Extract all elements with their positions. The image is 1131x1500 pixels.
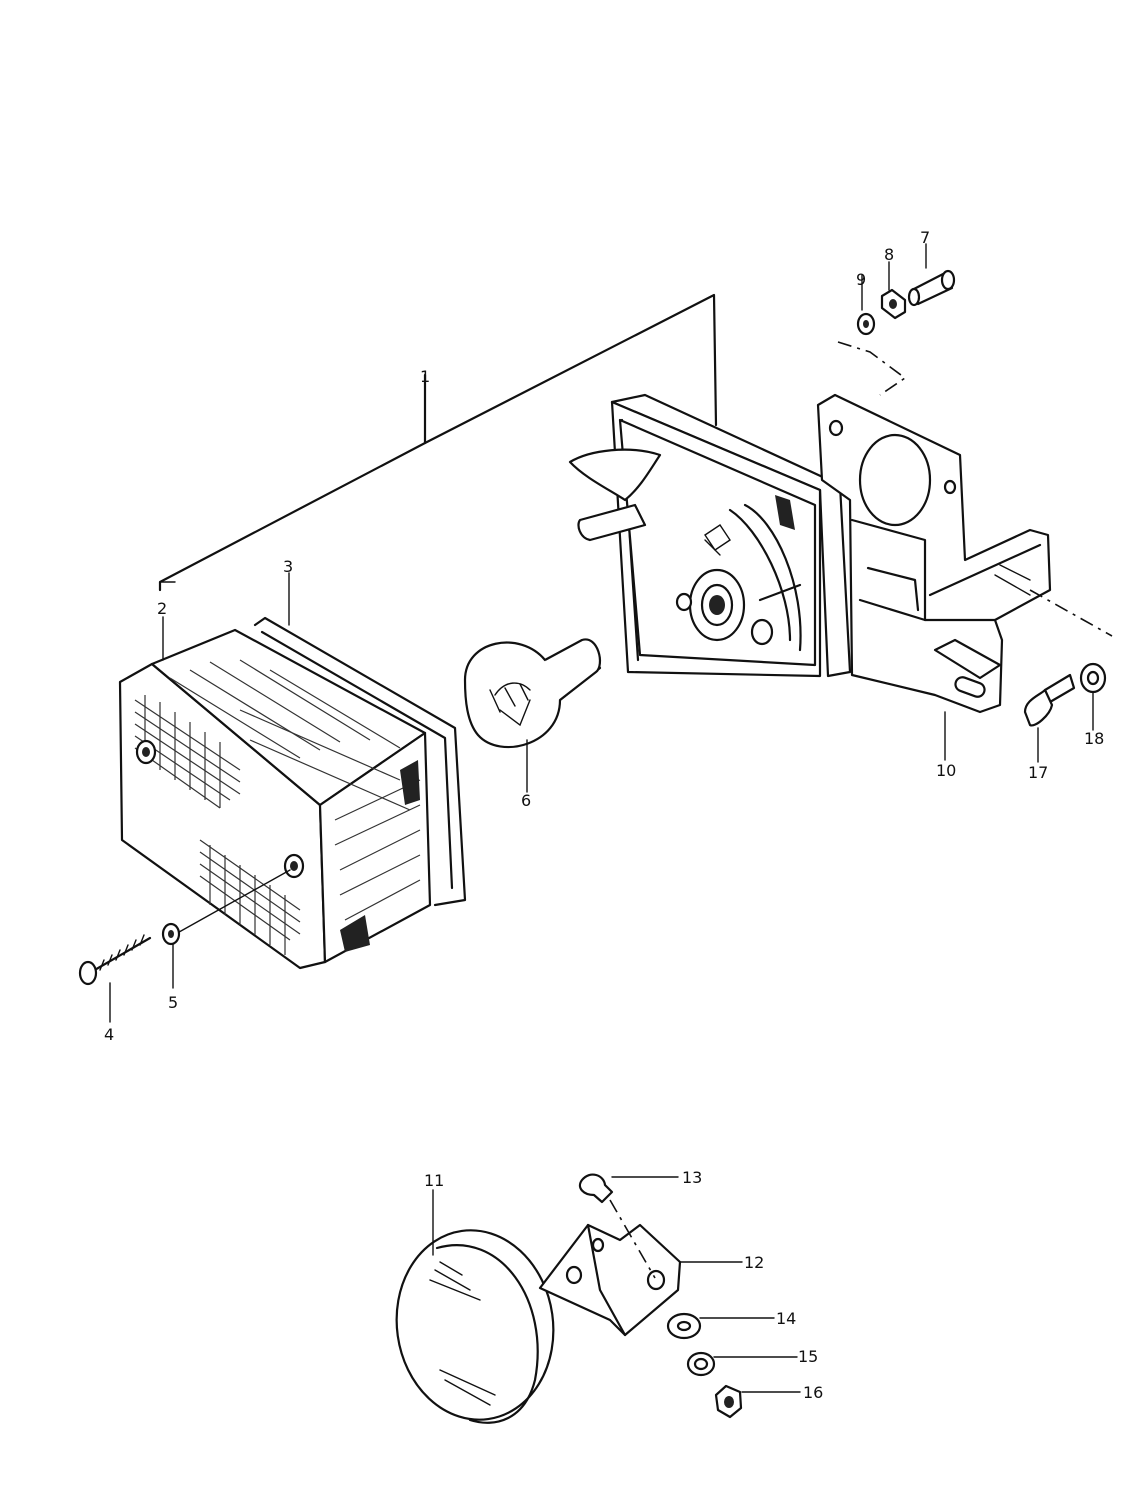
lamp-housing[interactable] <box>610 393 852 678</box>
callout-12: 12 <box>744 1253 764 1272</box>
callout-15: 15 <box>798 1347 818 1366</box>
callout-leaders <box>109 243 1094 1393</box>
nut-part-8[interactable] <box>880 288 907 320</box>
callout-4: 4 <box>104 1025 114 1044</box>
bolt-part-7[interactable] <box>907 269 956 307</box>
reflector-part-11[interactable] <box>385 1220 566 1430</box>
callout-17: 17 <box>1028 763 1048 782</box>
screw-part-4[interactable] <box>78 934 152 986</box>
leader-bracket-to-18 <box>1029 589 1113 637</box>
leader-9-to-bracket <box>837 341 907 396</box>
screw-leader <box>171 869 291 937</box>
taillight-lens[interactable] <box>118 616 467 970</box>
callout-9: 9 <box>856 270 866 289</box>
callout-1: 1 <box>420 367 430 386</box>
bulb-part-6[interactable] <box>463 638 602 749</box>
assembly-bracket-1 <box>158 293 718 592</box>
washer-part-14[interactable] <box>666 1312 702 1340</box>
callout-3: 3 <box>283 557 293 576</box>
callout-8: 8 <box>884 245 894 264</box>
callout-14: 14 <box>776 1309 796 1328</box>
mounting-bracket-part-10[interactable] <box>816 393 1052 714</box>
screw-part-13[interactable] <box>578 1173 656 1279</box>
callout-16: 16 <box>803 1383 823 1402</box>
callout-11: 11 <box>424 1171 444 1190</box>
callout-10: 10 <box>936 761 956 780</box>
callout-13: 13 <box>682 1168 702 1187</box>
washer-part-5[interactable] <box>161 922 181 946</box>
callout-6: 6 <box>521 791 531 810</box>
callout-18: 18 <box>1084 729 1104 748</box>
washer-part-18[interactable] <box>1079 662 1107 694</box>
wire-terminal[interactable] <box>568 448 662 542</box>
lock-washer-part-15[interactable] <box>686 1351 716 1377</box>
reflector-bracket-part-12[interactable] <box>538 1223 682 1337</box>
lens-grid-pattern <box>134 659 411 955</box>
washer-part-9[interactable] <box>856 312 876 336</box>
nut-part-16[interactable] <box>714 1384 743 1419</box>
callout-7: 7 <box>920 228 930 247</box>
callout-5: 5 <box>168 993 178 1012</box>
callout-2: 2 <box>157 599 167 618</box>
callout-labels: 1 2 3 4 5 6 7 8 9 10 11 12 13 14 15 16 1… <box>104 228 1104 1402</box>
bolt-part-17[interactable] <box>1023 673 1076 727</box>
